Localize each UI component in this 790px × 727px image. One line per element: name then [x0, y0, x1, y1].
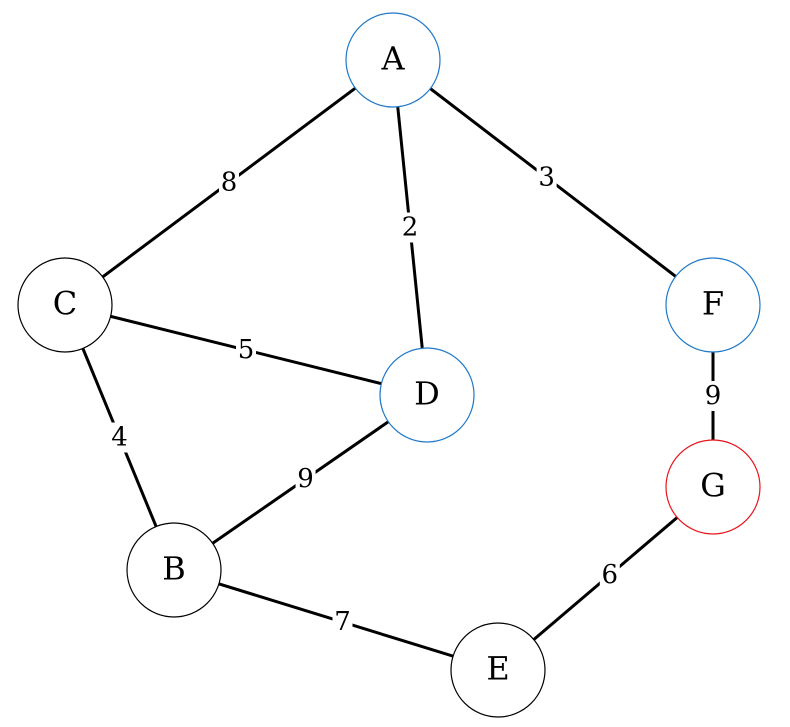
edge-weight-label: 3	[538, 163, 555, 193]
node-circle-a	[345, 12, 441, 108]
node-g: G	[665, 439, 761, 535]
edge-a-c: 8	[64, 58, 394, 307]
edge-label-bg	[219, 167, 239, 198]
edge-label-bg	[332, 607, 353, 637]
edge-weight-label: 9	[297, 464, 314, 494]
node-circle-c	[17, 257, 113, 353]
node-label-a: A	[380, 40, 405, 78]
node-circle-b	[126, 522, 222, 618]
node-label-d: D	[414, 375, 440, 413]
node-b: B	[126, 522, 222, 618]
edge-weight-label: 8	[221, 168, 238, 198]
node-e: E	[450, 622, 546, 718]
node-label-f: F	[702, 285, 724, 323]
edge-weight-label: 7	[334, 607, 351, 637]
edge-b-e: 7	[173, 568, 499, 672]
node-circle-e	[450, 622, 546, 718]
edge-weight-label: 9	[705, 381, 722, 411]
node-label-c: C	[53, 285, 77, 323]
edge-weight-label: 4	[111, 423, 128, 453]
node-circle-d	[379, 347, 475, 443]
edge-weight-label: 6	[602, 560, 619, 590]
node-c: C	[17, 257, 113, 353]
node-circle-g	[665, 439, 761, 535]
edge-a-f: 3	[392, 58, 714, 307]
node-label-g: G	[700, 467, 726, 505]
edge-weight-label: 5	[238, 335, 255, 365]
edge-label-bg	[536, 162, 557, 193]
nodes-layer: A C F D G B E	[17, 12, 761, 718]
edge-label-bg	[109, 422, 130, 453]
edge-c-d: 5	[64, 303, 428, 397]
node-d: D	[379, 347, 475, 443]
edge-label-bg	[236, 335, 256, 365]
node-circle-f	[665, 257, 761, 353]
edge-c-b: 4	[63, 304, 176, 571]
node-label-b: B	[162, 550, 186, 588]
node-f: F	[665, 257, 761, 353]
edge-a-d: 2	[391, 59, 429, 396]
edge-weight-label: 2	[402, 213, 419, 243]
edge-label-bg	[599, 559, 620, 590]
edge-label-bg	[400, 212, 420, 243]
node-a: A	[345, 12, 441, 108]
node-label-e: E	[486, 650, 509, 688]
edge-d-b: 9	[173, 393, 428, 572]
edge-label-bg	[295, 464, 316, 494]
edge-label-bg	[703, 381, 723, 411]
